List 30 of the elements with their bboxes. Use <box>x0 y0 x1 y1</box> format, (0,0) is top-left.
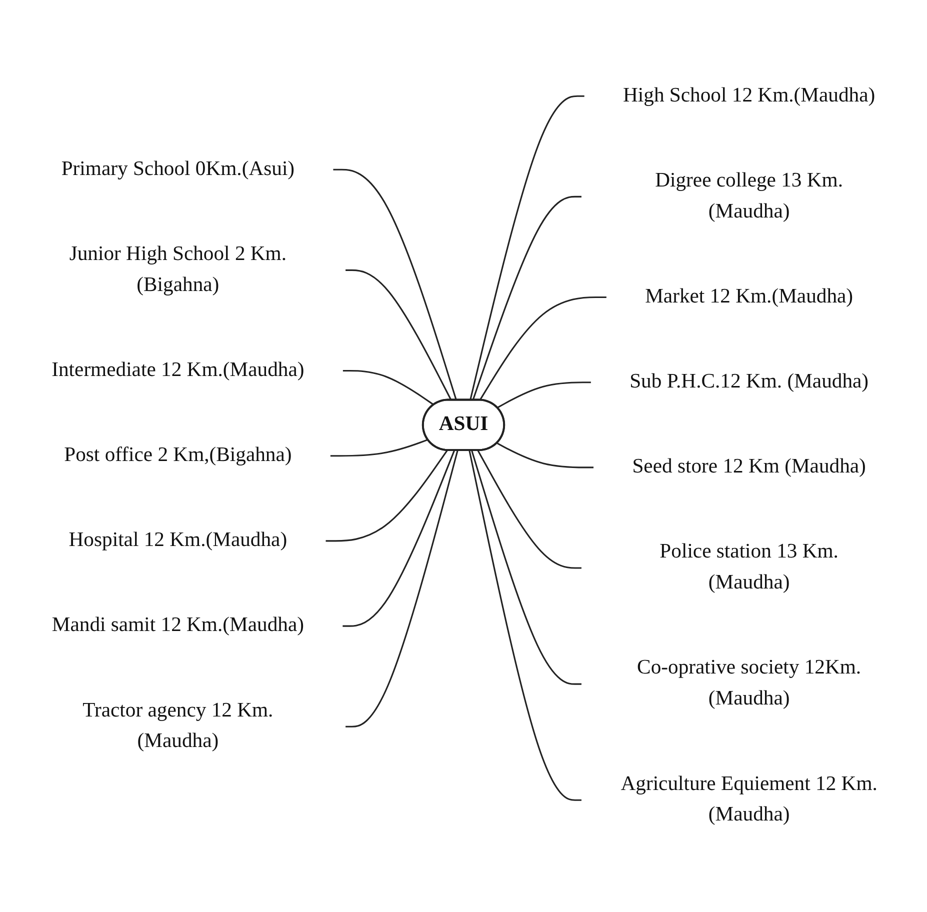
connector <box>346 270 452 401</box>
node-text: Primary School 0Km.(Asui) <box>61 158 295 180</box>
connector <box>472 196 582 401</box>
connector <box>471 450 582 685</box>
node-text: High School 12 Km.(Maudha) <box>623 84 876 107</box>
connector <box>333 168 458 401</box>
node-text: Co-oprative society 12Km.(Maudha) <box>637 657 862 710</box>
connector <box>330 439 428 457</box>
connector <box>496 442 594 468</box>
connector <box>477 450 582 569</box>
node-text: Market 12 Km.(Maudha) <box>645 286 854 308</box>
connector <box>479 296 606 401</box>
connector <box>496 382 591 409</box>
connector <box>469 96 584 401</box>
node-text: Agriculture Equiement 12 Km.(Maudha) <box>620 773 878 826</box>
node-text: Digree college 13 Km.(Maudha) <box>655 170 844 223</box>
node-text: Police station 13 Km.(Maudha) <box>660 541 838 594</box>
node-text: Intermediate 12 Km.(Maudha) <box>52 359 304 382</box>
node-text: Mandi samit 12 Km.(Maudha) <box>52 614 304 636</box>
node-text: Junior High School 2 Km.(Bigahna) <box>69 243 287 296</box>
connector <box>346 450 458 728</box>
node-text: Seed store 12 Km (Maudha) <box>632 456 866 478</box>
connector <box>326 450 448 542</box>
node-text: Hospital 12 Km.(Maudha) <box>68 529 288 552</box>
node-text: Tractor agency 12 Km.(Maudha) <box>82 700 274 753</box>
node-text: Post office 2 Km,(Bigahna) <box>64 444 292 466</box>
connector <box>342 450 455 627</box>
connector <box>468 450 582 802</box>
node-text: Sub P.H.C.12 Km. (Maudha) <box>630 370 869 393</box>
connector <box>342 370 435 406</box>
